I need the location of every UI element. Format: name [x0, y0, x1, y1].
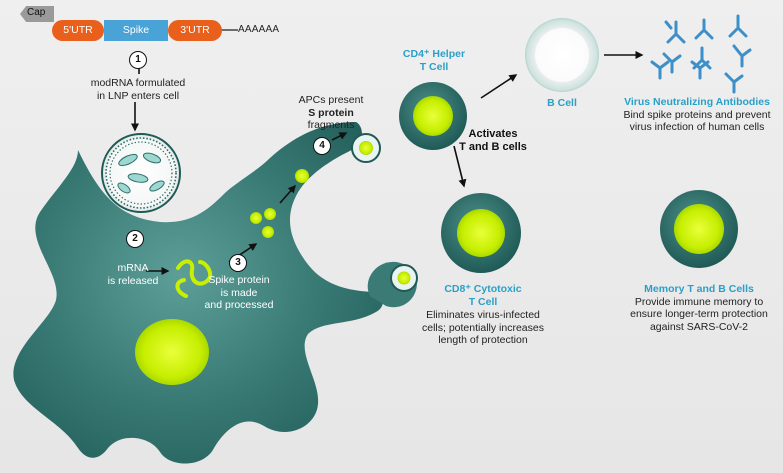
- cd4-line-1: CD4⁺ Helper: [402, 48, 466, 60]
- cd8-desc-1: Eliminates virus-infected: [426, 309, 540, 321]
- dendritic-cell-nucleus: [135, 319, 209, 385]
- mrna-release-label: mRNA is released: [96, 262, 170, 287]
- cd4-line-2: T Cell: [419, 60, 449, 73]
- cd8-line-1: CD8⁺ Cytotoxic: [444, 283, 522, 295]
- spike-protein-line-3: and processed: [204, 299, 274, 311]
- antibodies-desc-2: virus infection of human cells: [629, 121, 765, 133]
- apc-present-line-3: fragments: [307, 119, 355, 131]
- step-3-marker: 3: [229, 254, 247, 272]
- antibodies-title: Virus Neutralizing Antibodies: [624, 96, 770, 108]
- mrna-release-line-1: mRNA: [117, 262, 149, 274]
- utr3-segment: [168, 20, 222, 41]
- memory-label: Memory T and B Cells Provide immune memo…: [616, 283, 782, 333]
- apc-present-line-2: S protein: [308, 106, 354, 119]
- bcell-label: B Cell: [547, 97, 577, 109]
- antibodies-desc-1: Bind spike proteins and prevent: [623, 108, 771, 121]
- memory-desc-1: Provide immune memory to: [634, 295, 764, 308]
- lnp-entry-line-2: in LNP enters cell: [96, 89, 180, 102]
- mrna-strand-icon: [175, 259, 213, 298]
- cd8-desc-3: length of protection: [438, 334, 528, 346]
- activates-line-2: T and B cells: [459, 140, 527, 153]
- step-4-marker: 4: [313, 137, 331, 155]
- spike-protein-line-2: is made: [220, 286, 258, 299]
- polya-tail: AAAAAA: [238, 24, 280, 35]
- apc-present-label: APCs present S protein fragments: [284, 94, 378, 132]
- mrna-release-line-2: is released: [107, 274, 159, 287]
- apc-present-line-1: APCs present: [298, 94, 364, 106]
- memory-desc-2: ensure longer-term protection: [630, 308, 768, 320]
- lnp-entry-line-1: modRNA formulated: [90, 77, 186, 89]
- spike-protein-label: Spike protein is made and processed: [196, 274, 282, 312]
- utr5-segment: [52, 20, 104, 41]
- activates-line-1: Activates: [468, 128, 518, 140]
- memory-title: Memory T and B Cells: [644, 283, 754, 295]
- activates-label: Activates T and B cells: [448, 128, 538, 153]
- spike-protein-line-1: Spike protein: [208, 274, 270, 286]
- lnp-entry-label: modRNA formulated in LNP enters cell: [70, 77, 206, 102]
- utr3-label: 3'UTR: [180, 24, 210, 36]
- spike-fragments-icon: [250, 169, 309, 238]
- spike-segment: [104, 20, 168, 41]
- lnp-mrna-icon: [117, 152, 165, 194]
- cd8-description: Eliminates virus-infected cells; potenti…: [408, 309, 558, 347]
- b-cell: [525, 18, 599, 92]
- lnp-particle-icon: [101, 133, 181, 213]
- cd8-label: CD8⁺ Cytotoxic T Cell: [430, 283, 536, 308]
- antigen-presentation-lower: [367, 261, 418, 308]
- antibodies-label: Virus Neutralizing Antibodies Bind spike…: [612, 96, 782, 134]
- cap-tag: [20, 6, 54, 22]
- cd8-desc-2: cells; potentially increases: [422, 321, 544, 334]
- antigen-presentation-upper: [351, 133, 381, 163]
- step-1-marker: 1: [129, 51, 147, 69]
- spike-label: Spike: [122, 24, 150, 36]
- cap-label: Cap: [27, 7, 46, 18]
- memory-cell: [660, 190, 738, 268]
- cd8-line-2: T Cell: [468, 295, 498, 308]
- cd4-t-cell: [399, 82, 467, 150]
- antibody-icon: [650, 14, 752, 94]
- utr5-label: 5'UTR: [63, 24, 93, 36]
- memory-desc-3: against SARS-CoV-2: [649, 320, 749, 333]
- dendritic-cell-body: [13, 122, 384, 464]
- step-2-marker: 2: [126, 230, 144, 248]
- cd4-label: CD4⁺ Helper T Cell: [388, 48, 480, 73]
- cd8-t-cell: [441, 193, 521, 273]
